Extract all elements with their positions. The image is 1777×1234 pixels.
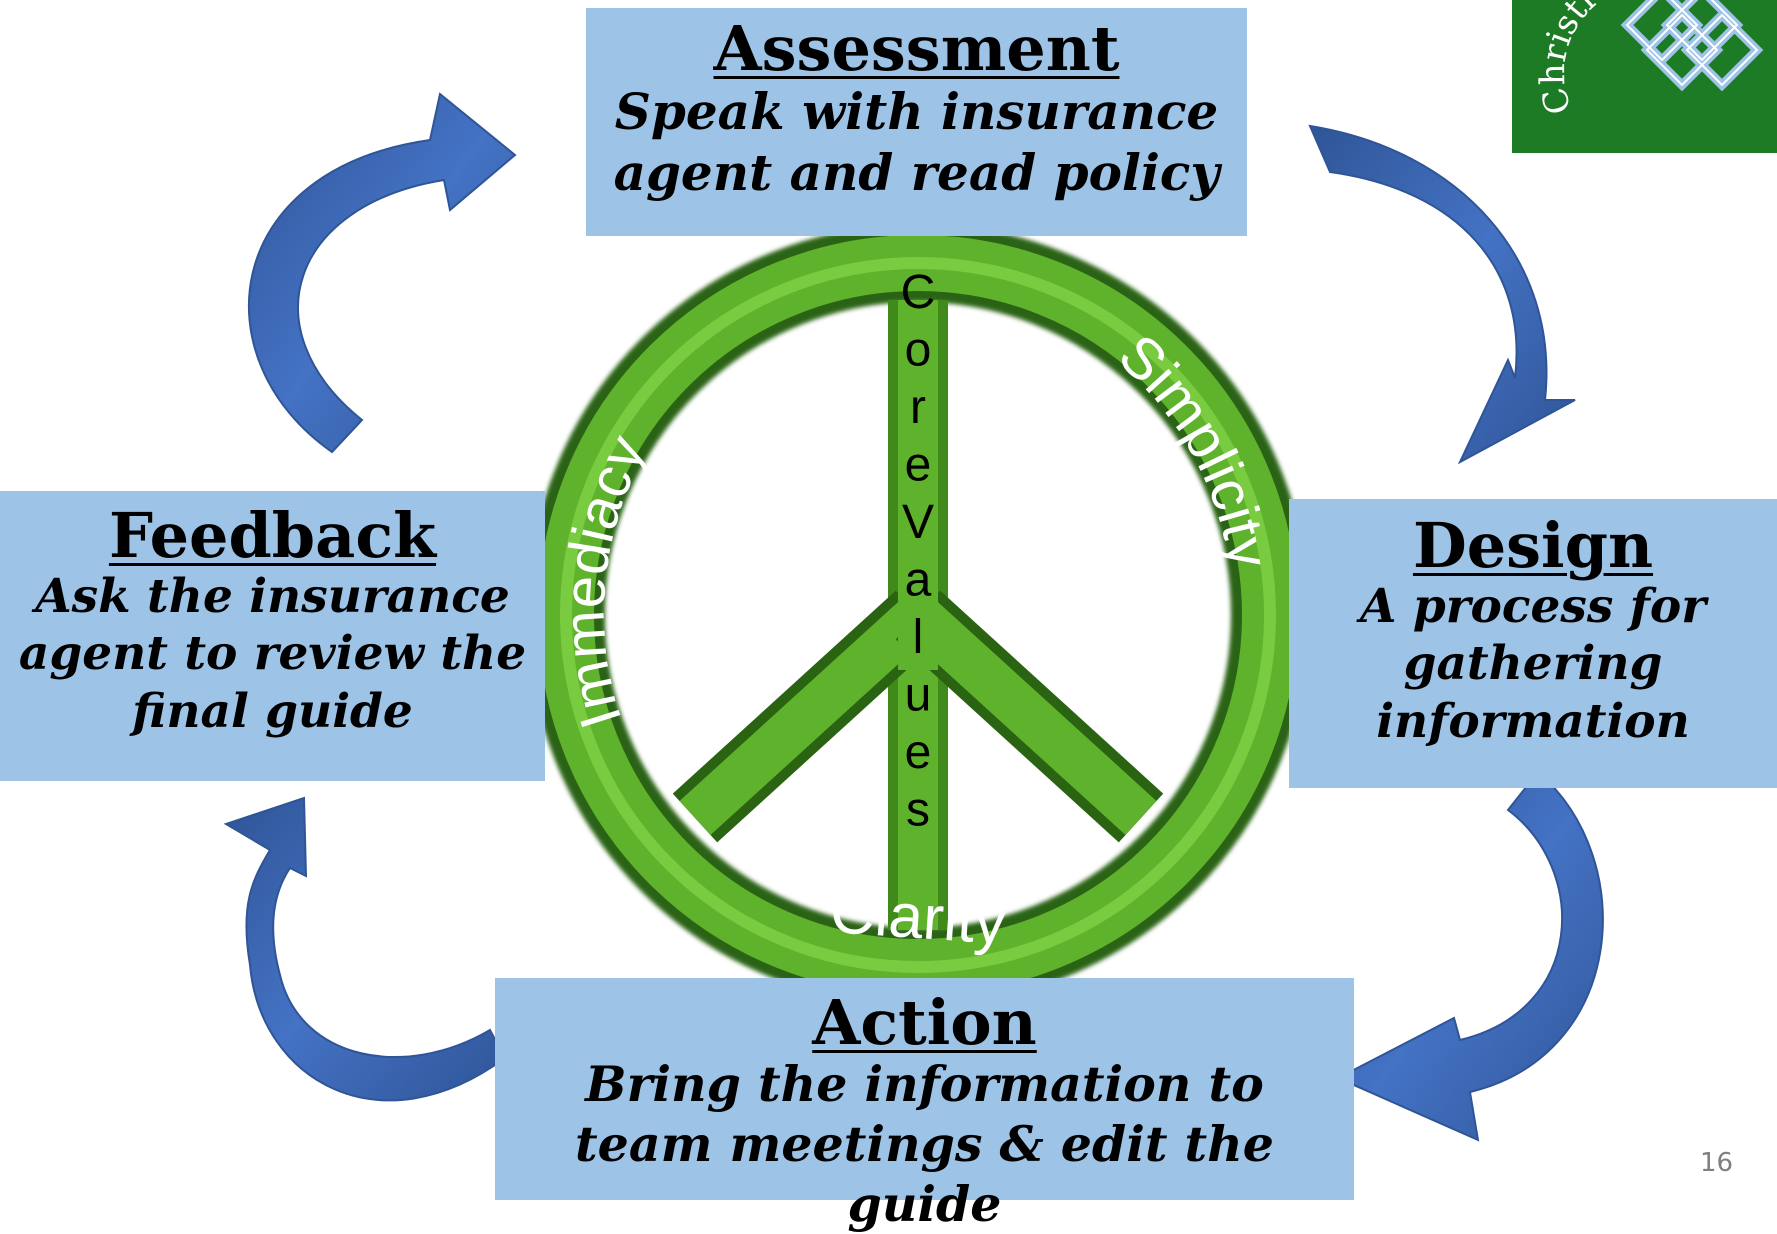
value-immediacy: Immediacy (551, 425, 658, 736)
stage-title: Design (1412, 509, 1654, 582)
stage-description-line: Ask the insurance (35, 569, 510, 625)
core-values-letter: o (905, 324, 932, 377)
arrow-feedback-to-assessment-icon (247, 92, 517, 454)
core-values-letter: C (901, 266, 936, 319)
logo-text: Christi (1533, 0, 1603, 119)
stage-description-line: gathering (1403, 636, 1663, 692)
value-clarity: Clarity (828, 877, 1008, 958)
stage-feedback: Feedback Ask the insurance agent to revi… (0, 491, 545, 781)
stage-title: Assessment (713, 12, 1120, 85)
core-values-letter: e (905, 439, 932, 492)
core-values-letter: s (906, 784, 930, 837)
stage-description-line: agent and read policy (613, 143, 1220, 203)
stage-description-line: Speak with insurance (614, 82, 1219, 142)
core-values-letter: l (913, 611, 924, 664)
core-values-letter: V (902, 496, 934, 549)
value-simplicity: Simplicity (1106, 322, 1281, 572)
arrow-action-to-feedback-icon (223, 796, 507, 1102)
core-values-letter: r (910, 381, 926, 434)
stage-title: Action (812, 986, 1037, 1059)
stage-description-line: team meetings & edit the guide (575, 1114, 1274, 1233)
stage-description-line: agent to review the (18, 626, 527, 682)
peace-sign-icon (527, 224, 1309, 1006)
stage-description-line: information (1376, 693, 1690, 749)
stage-description-line: final guide (132, 683, 413, 739)
core-values-letter: u (905, 669, 932, 722)
arrow-assessment-to-design-icon (1308, 124, 1576, 465)
cycle-diagram-graphics (223, 92, 1604, 1142)
arrow-design-to-action-icon (1335, 770, 1604, 1142)
slide-page-number: 16 (1700, 1148, 1734, 1178)
stage-action: Action Bring the information to team mee… (495, 978, 1354, 1233)
stage-description-line: Bring the information to (585, 1055, 1264, 1114)
svg-text:Christi: Christi (1533, 0, 1603, 119)
stage-description-line: A process for (1360, 579, 1706, 635)
core-values-letter: a (905, 554, 932, 607)
stage-title: Feedback (108, 499, 437, 572)
organization-logo: Christi (1512, 0, 1777, 153)
core-values-letter: e (905, 726, 932, 779)
stage-assessment: Assessment Speak with insurance agent an… (586, 8, 1247, 236)
stage-design: Design A process for gathering informati… (1289, 499, 1777, 788)
celtic-knot-icon: Christi (1533, 0, 1764, 119)
